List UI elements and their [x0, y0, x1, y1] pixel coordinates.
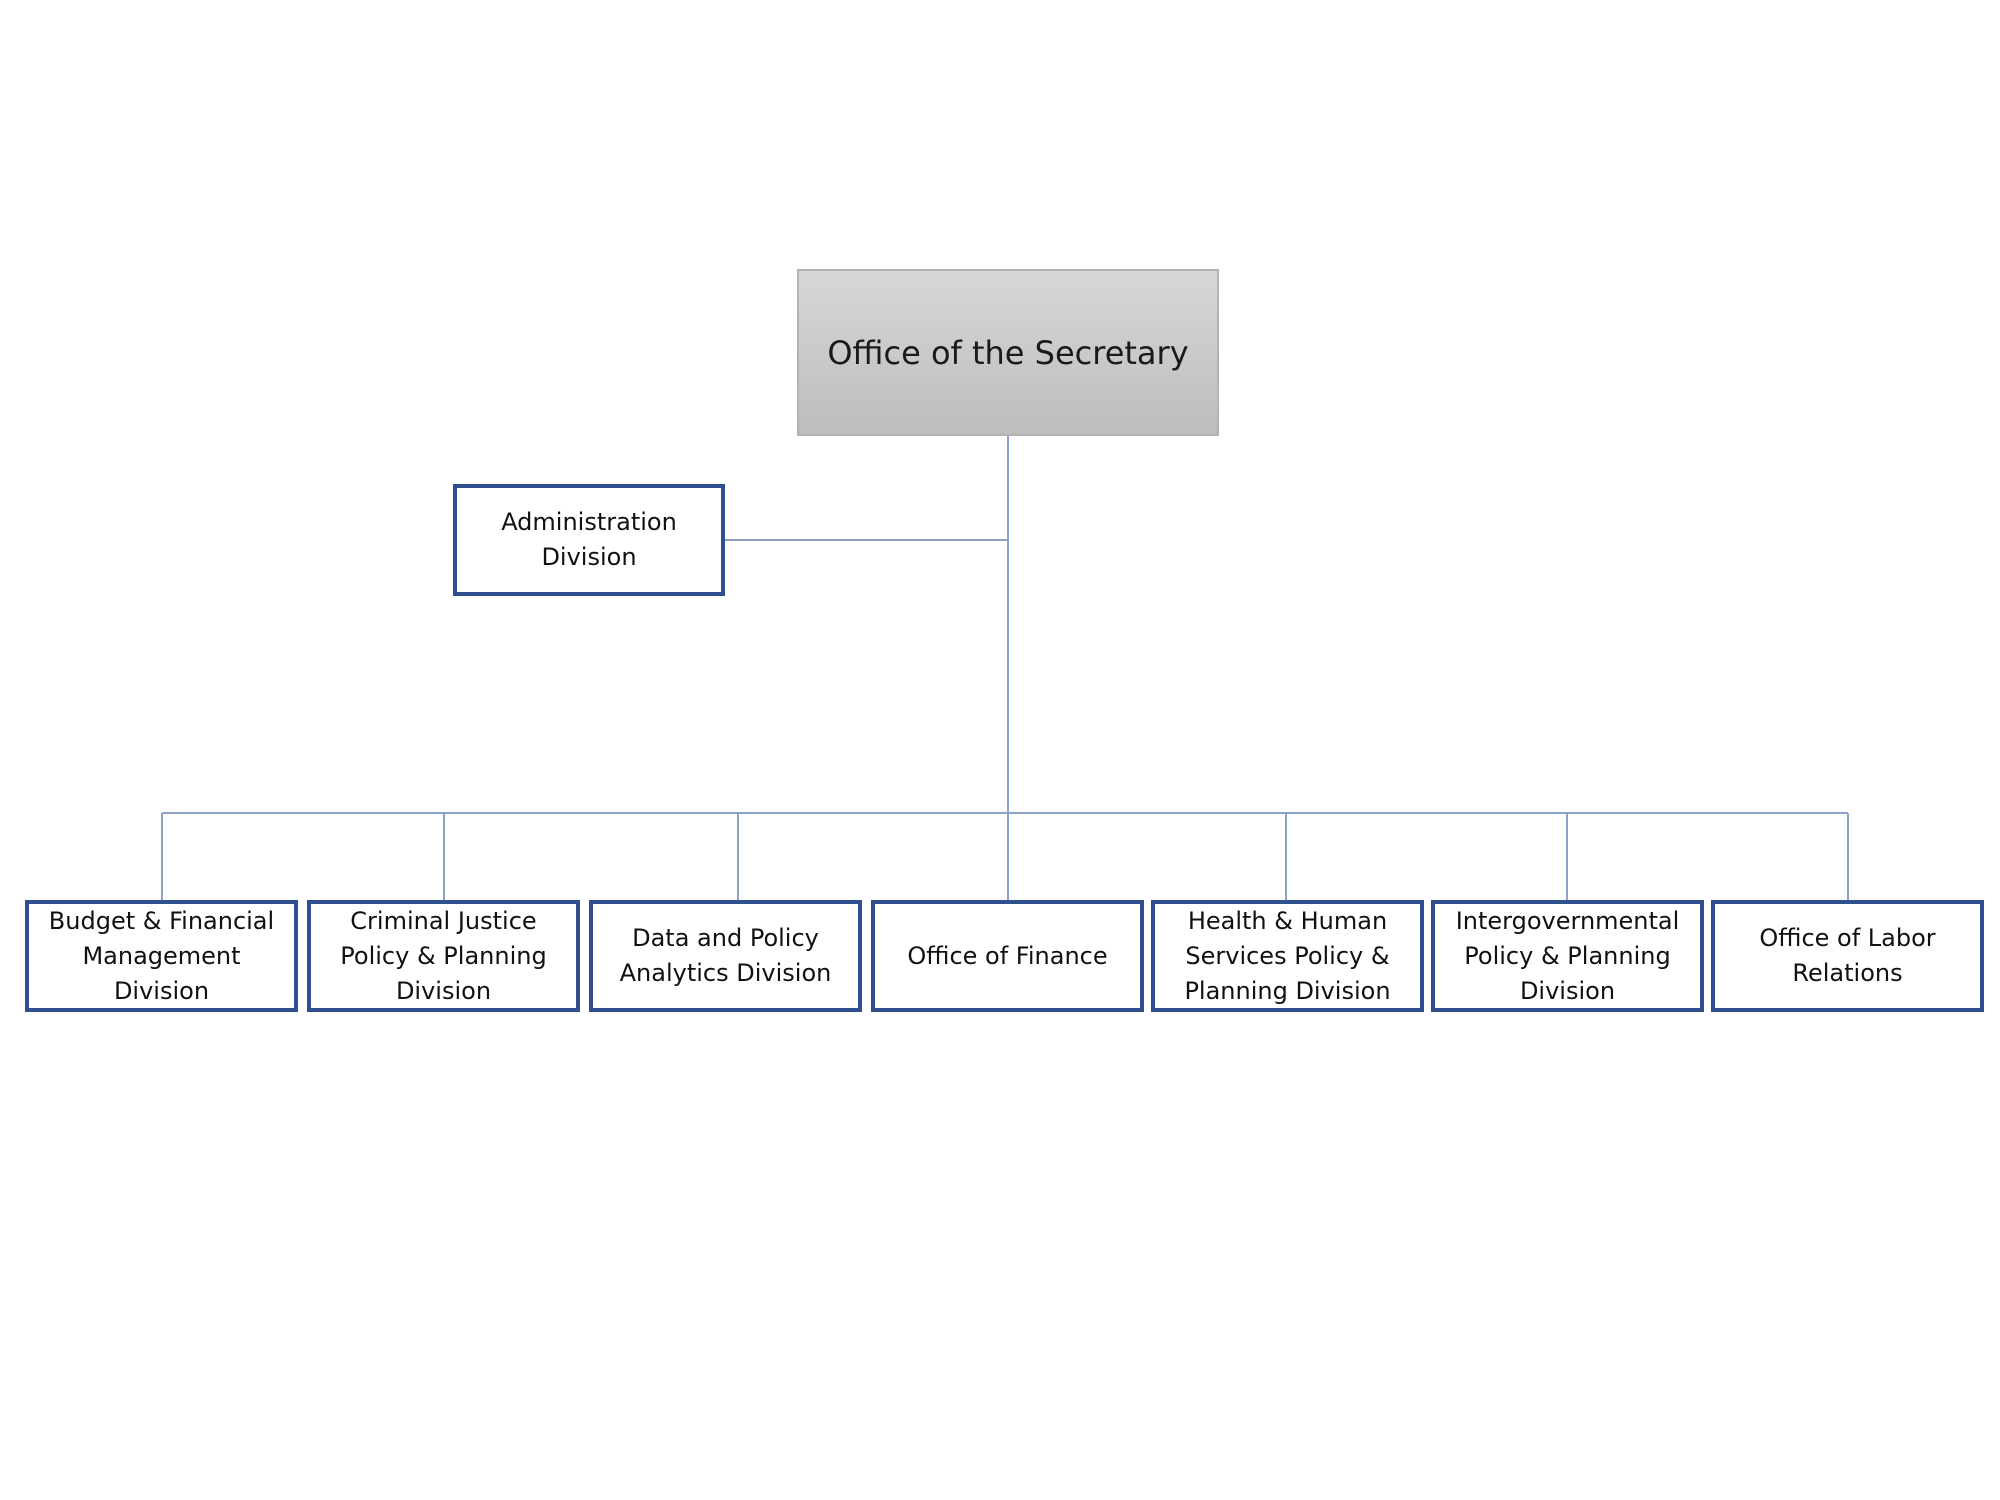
office-of-labor-relations-node: Office of Labor Relations [1711, 900, 1984, 1012]
administration-division-label: Administration Division [501, 508, 677, 571]
division-label: Criminal Justice Policy & Planning Divis… [340, 906, 547, 1005]
office-of-the-secretary-label: Office of the Secretary [827, 333, 1189, 372]
administration-division-node: Administration Division [453, 484, 725, 596]
division-label: Office of Finance [907, 941, 1108, 970]
division-label: Health & Human Services Policy & Plannin… [1184, 906, 1391, 1005]
division-label: Data and Policy Analytics Division [619, 924, 832, 987]
intergovernmental-policy-planning-division-node: Intergovernmental Policy & Planning Divi… [1431, 900, 1704, 1012]
division-label: Intergovernmental Policy & Planning Divi… [1455, 906, 1680, 1005]
division-label: Budget & Financial Management Division [48, 906, 275, 1005]
health-human-services-policy-planning-division-node: Health & Human Services Policy & Plannin… [1151, 900, 1424, 1012]
office-of-finance-node: Office of Finance [871, 900, 1144, 1012]
criminal-justice-policy-planning-division-node: Criminal Justice Policy & Planning Divis… [307, 900, 580, 1012]
office-of-the-secretary-node: Office of the Secretary [797, 269, 1219, 436]
budget-financial-management-division-node: Budget & Financial Management Division [25, 900, 298, 1012]
division-label: Office of Labor Relations [1759, 924, 1936, 987]
data-policy-analytics-division-node: Data and Policy Analytics Division [589, 900, 862, 1012]
